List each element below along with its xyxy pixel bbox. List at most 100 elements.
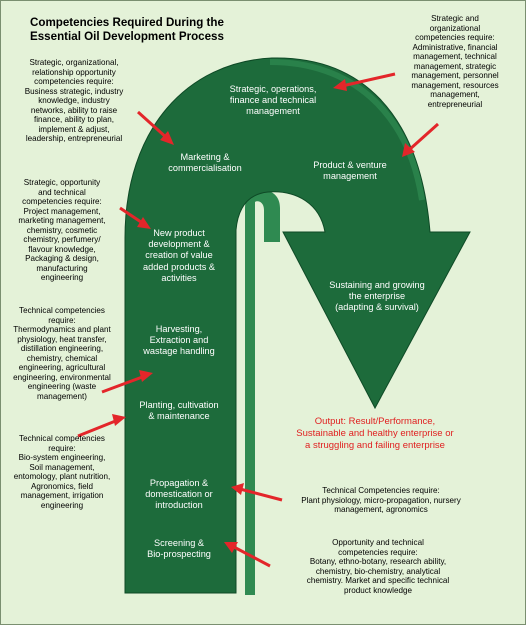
stage-line: management — [246, 106, 300, 117]
note-line: flavour knowledge, — [28, 244, 96, 254]
note-technical-planting: Technical competencies require: Bio-syst… — [6, 434, 118, 510]
note-line: distillation engineering, — [20, 344, 104, 354]
stage-line: Strategic, operations, — [229, 84, 317, 94]
note-line: Opportunity and technical — [332, 538, 424, 547]
note-line: chemistry, perfumery/ — [23, 235, 101, 245]
note-line: engineering, agricultural — [18, 363, 106, 373]
stage-line: New product — [153, 228, 205, 238]
stage-planting: Planting, cultivation & maintenance — [124, 400, 234, 422]
stage-line: wastage handling — [143, 346, 215, 357]
note-strategic-technical: Strategic, opportunity and technical com… — [6, 178, 118, 283]
stage-line: domestication or — [145, 489, 213, 500]
note-line: chemistry. Market and specific technical — [306, 576, 450, 586]
note-opportunity-technical: Opportunity and technical competencies r… — [278, 538, 478, 595]
note-line: Agronomics, field — [30, 481, 94, 491]
pointer-arrow-propagation — [231, 483, 283, 502]
note-line: Packaging & design, — [25, 254, 99, 264]
note-line: Strategic and — [431, 14, 479, 23]
output-result: Output: Result/Performance, Sustainable … — [270, 416, 480, 452]
note-line: Strategic, organizational, — [29, 58, 119, 67]
note-line: Soil management, — [29, 462, 95, 472]
note-line: engineering, environmental — [13, 372, 111, 382]
note-line: entomology, plant nutrition, — [13, 472, 111, 482]
arrow-side-face — [245, 190, 280, 595]
note-line: management, resources — [411, 80, 499, 90]
stage-screening: Screening & Bio-prospecting — [124, 538, 234, 560]
stage-line: finance and technical — [229, 95, 317, 106]
stage-line: Screening & — [153, 538, 205, 548]
stage-line: Sustaining and growing — [329, 280, 425, 290]
stage-product-venture: Product & venture management — [302, 160, 398, 182]
stage-line: Marketing & — [180, 152, 230, 162]
note-line: entrepreneurial — [427, 99, 483, 109]
stage-line: creation of value — [145, 250, 213, 261]
note-line: management, strategic — [413, 61, 497, 71]
stage-line: Extraction and — [149, 335, 209, 346]
note-line: Bio-system engineering, — [18, 453, 106, 463]
note-technical-propagation: Technical Competencies require: Plant ph… — [286, 486, 476, 515]
pointer-arrow-planting — [77, 414, 126, 438]
note-line: Technical competencies — [19, 434, 105, 443]
stage-line: & maintenance — [148, 411, 210, 422]
stage-marketing: Marketing & commercialisation — [150, 152, 260, 174]
note-line: management, personnel — [411, 71, 499, 81]
note-line: competencies require: — [34, 77, 114, 87]
stage-line: Bio-prospecting — [147, 549, 211, 560]
note-line: Business strategic, industry — [24, 86, 124, 96]
stage-line: added products & — [142, 261, 216, 272]
note-line: management, technical — [413, 52, 497, 62]
pointer-arrow-strategic-ops — [333, 72, 396, 91]
stage-line: Product & venture — [313, 160, 387, 170]
stage-strategic-operations: Strategic, operations, finance and techn… — [213, 84, 333, 118]
note-line: engineering — [40, 273, 84, 283]
note-line: Plant physiology, micro-propagation, nur… — [301, 495, 461, 505]
note-line: Strategic, opportunity — [23, 178, 101, 187]
note-line: relationship opportunity — [32, 67, 116, 77]
note-line: chemistry, chemical — [26, 353, 98, 363]
stage-line: Harvesting, — [155, 324, 203, 334]
note-technical-harvesting: Technical competencies require: Thermody… — [4, 306, 120, 401]
stage-new-product: New product development & creation of va… — [124, 228, 234, 284]
note-line: competencies require: — [22, 197, 102, 207]
note-line: engineering — [40, 500, 84, 510]
pointer-arrow-screening — [224, 542, 271, 568]
note-line: Technical competencies — [19, 306, 105, 315]
stage-line: activities — [161, 272, 197, 283]
note-line: knowledge, industry — [38, 96, 110, 106]
note-line: finance, ability to plan, — [33, 115, 115, 125]
note-line: Administrative, financial — [412, 42, 498, 52]
diagram-title: Competencies Required During the Essenti… — [30, 16, 270, 45]
output-line: Sustainable and healthy enterprise or — [296, 427, 454, 439]
stage-line: (adapting & survival) — [335, 302, 419, 313]
note-line: organizational — [429, 23, 481, 33]
output-line: a struggling and failing enterprise — [305, 439, 445, 451]
note-line: Thermodynamics and plant — [13, 325, 111, 335]
note-line: management) — [37, 391, 87, 401]
note-line: management, irrigation — [20, 491, 104, 501]
stage-line: Planting, cultivation — [139, 400, 219, 410]
note-line: require: — [48, 315, 76, 325]
pointer-arrows — [77, 72, 440, 568]
note-strategic-top: Strategic and organizational competencie… — [400, 14, 510, 109]
stage-line: Propagation & — [149, 478, 209, 488]
stage-line: management — [323, 171, 377, 182]
title-line: Competencies Required During the — [30, 16, 224, 29]
note-line: networks, ability to raise — [30, 105, 118, 115]
note-line: manufacturing — [36, 263, 88, 273]
note-line: engineering (waste — [27, 382, 97, 392]
arrow-highlight — [269, 59, 425, 201]
note-line: require: — [48, 443, 76, 453]
note-line: management, agronomics — [334, 505, 428, 515]
note-line: Project management, — [23, 206, 101, 216]
title-line: Essential Oil Development Process — [30, 30, 224, 44]
stage-line: introduction — [155, 500, 203, 511]
note-strategic-organizational: Strategic, organizational, relationship … — [8, 58, 140, 144]
note-line: physiology, heat transfer, — [17, 334, 107, 344]
note-line: chemistry, cosmetic — [26, 225, 98, 235]
stage-propagation: Propagation & domestication or introduct… — [124, 478, 234, 512]
note-line: Technical Competencies require: — [322, 486, 440, 495]
stage-harvesting: Harvesting, Extraction and wastage handl… — [124, 324, 234, 358]
stage-line: development & — [148, 239, 210, 250]
note-line: chemistry, bio-chemistry, analytical — [315, 566, 441, 576]
